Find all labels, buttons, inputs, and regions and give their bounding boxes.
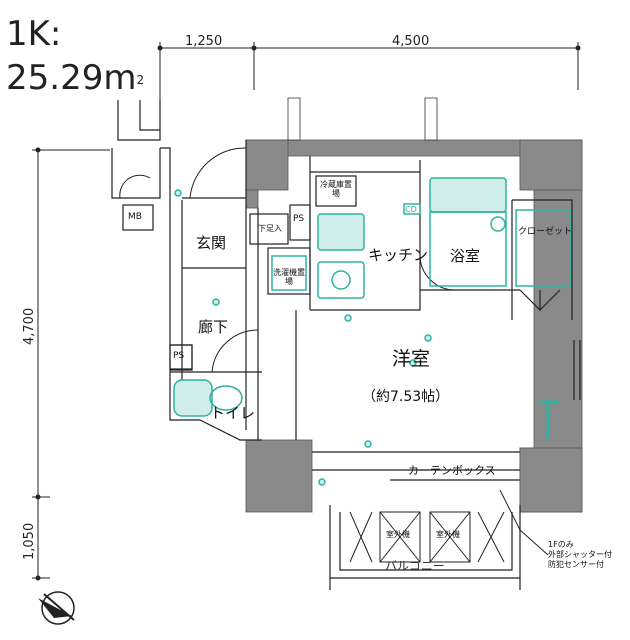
shutter-leader (499, 489, 549, 556)
label-washer-space: 洗濯機置場 (273, 268, 305, 286)
floor-area: 25.29m2 (6, 58, 144, 98)
outdoor-units (349, 511, 505, 563)
label-outdoor-unit-2: 室外機 (436, 530, 460, 539)
layout-type: 1K: (6, 14, 62, 54)
room-western: 洋室 (392, 348, 431, 370)
dim-top-left: 1,250 (185, 34, 223, 49)
label-shoe-box: 下足入 (258, 224, 282, 233)
room-entrance: 玄関 (196, 234, 227, 252)
dimension-ticks (35, 45, 581, 581)
label-fridge-space: 冷蔵庫置場 (320, 180, 352, 198)
fixtures (173, 177, 571, 486)
shutter-note-1: 1Fのみ (548, 540, 574, 549)
label-outdoor-unit-1: 室外機 (386, 530, 410, 539)
shutter-note-2: 外部シャッター付 (548, 550, 612, 559)
room-toilet: トイレ (210, 404, 256, 422)
label-ps-lower: PS (173, 351, 185, 361)
room-balcony: バルコニー (385, 559, 445, 573)
room-corridor: 廊下 (198, 318, 229, 336)
label-mb: MB (128, 212, 142, 222)
room-closet: クローゼット (518, 227, 573, 237)
floor-area-value: 25.29m (6, 58, 137, 98)
walls (245, 97, 583, 513)
room-bath: 浴室 (450, 247, 481, 265)
interior-lines (111, 100, 581, 590)
room-kitchen: キッチン (368, 246, 429, 264)
dim-top-right: 4,500 (392, 34, 430, 49)
label-cd: CD (405, 205, 417, 214)
room-western-size: （約7.53帖） (362, 389, 450, 405)
shutter-note-3: 防犯センサー付 (548, 560, 604, 569)
label-ps-upper: PS (293, 214, 305, 224)
floor-area-unit: 2 (136, 73, 145, 87)
north-arrow-icon (38, 591, 75, 625)
curtain-box-label: カーテンボックス (408, 464, 496, 477)
